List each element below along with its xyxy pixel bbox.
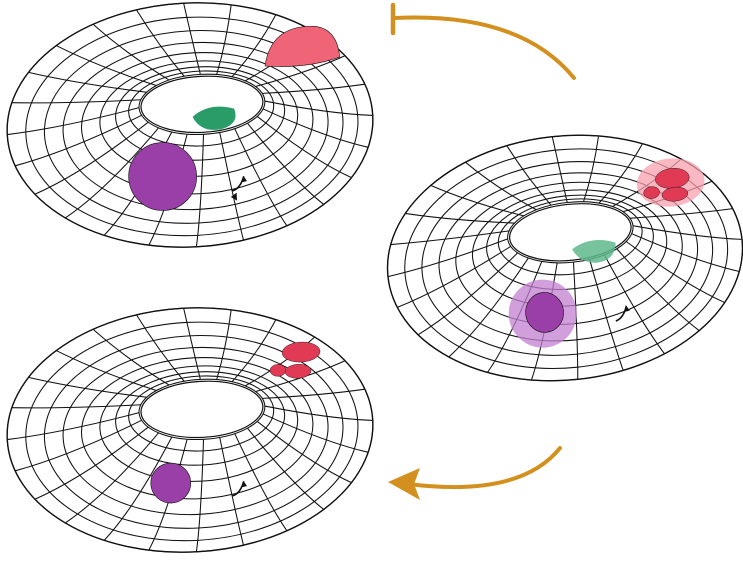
cycle-arrow — [615, 305, 630, 322]
torus-outline — [6, 2, 374, 248]
patch-layer — [150, 341, 321, 504]
purple-patch — [150, 462, 192, 504]
red-patch — [269, 341, 321, 379]
cycle-arrow — [230, 176, 248, 201]
cycle-arrow — [232, 481, 248, 497]
torus-top-left — [6, 2, 374, 248]
arrow-right-to-top-left — [390, 2, 576, 80]
green-patch — [572, 240, 616, 263]
purple-patch — [128, 142, 197, 211]
patch-layer — [128, 26, 340, 211]
red-patch — [264, 26, 340, 67]
torus-right — [386, 134, 743, 382]
torus-outline — [6, 307, 374, 553]
torus-outline — [386, 134, 743, 382]
patch-layer — [508, 158, 705, 348]
green-patch — [192, 106, 236, 130]
arrow-right-to-bottom-left — [388, 446, 562, 500]
red-patch — [636, 158, 705, 207]
purple-patch — [508, 279, 577, 348]
mesh-grid — [6, 307, 374, 553]
torus-bottom-left — [6, 307, 374, 553]
